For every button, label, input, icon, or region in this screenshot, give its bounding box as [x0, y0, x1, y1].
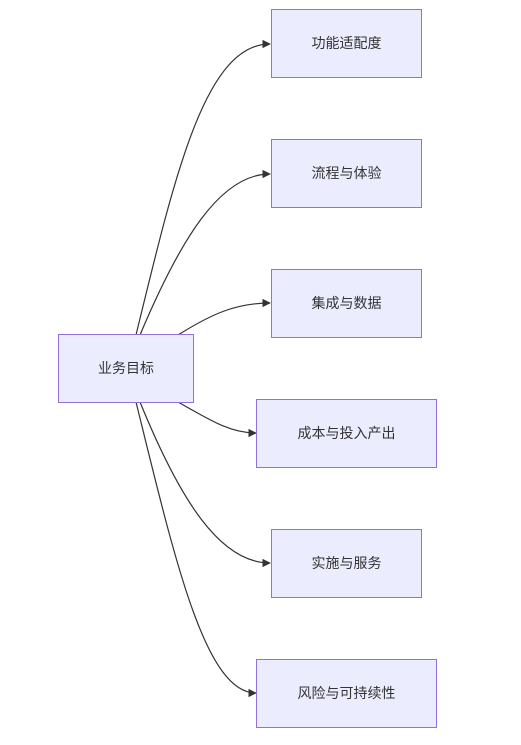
node-functional-fit[interactable]: 功能适配度: [271, 9, 422, 78]
node-implementation-service[interactable]: 实施与服务: [271, 529, 422, 598]
node-implementation-service-label: 实施与服务: [311, 555, 382, 572]
node-cost-roi[interactable]: 成本与投入产出: [256, 399, 437, 468]
node-cost-roi-label: 成本与投入产出: [297, 425, 396, 442]
edge-root-to-cost-roi: [177, 401, 257, 438]
node-integration-data-label: 集成与数据: [311, 295, 382, 312]
node-risk-sustainability[interactable]: 风险与可持续性: [256, 659, 437, 728]
node-process-experience[interactable]: 流程与体验: [271, 139, 422, 208]
node-business-goal-label: 业务目标: [98, 360, 154, 377]
node-functional-fit-label: 功能适配度: [311, 35, 382, 52]
node-business-goal[interactable]: 业务目标: [58, 334, 194, 403]
node-integration-data[interactable]: 集成与数据: [271, 269, 422, 338]
edge-root-to-integration-data: [177, 298, 271, 336]
edge-root-to-functional-fit: [135, 39, 271, 336]
node-risk-sustainability-label: 风险与可持续性: [297, 685, 396, 702]
node-process-experience-label: 流程与体验: [311, 165, 382, 182]
edge-root-to-implementation-service: [139, 401, 271, 568]
edge-root-to-process-experience: [139, 169, 271, 336]
edge-root-to-risk-sustainability: [135, 401, 257, 698]
